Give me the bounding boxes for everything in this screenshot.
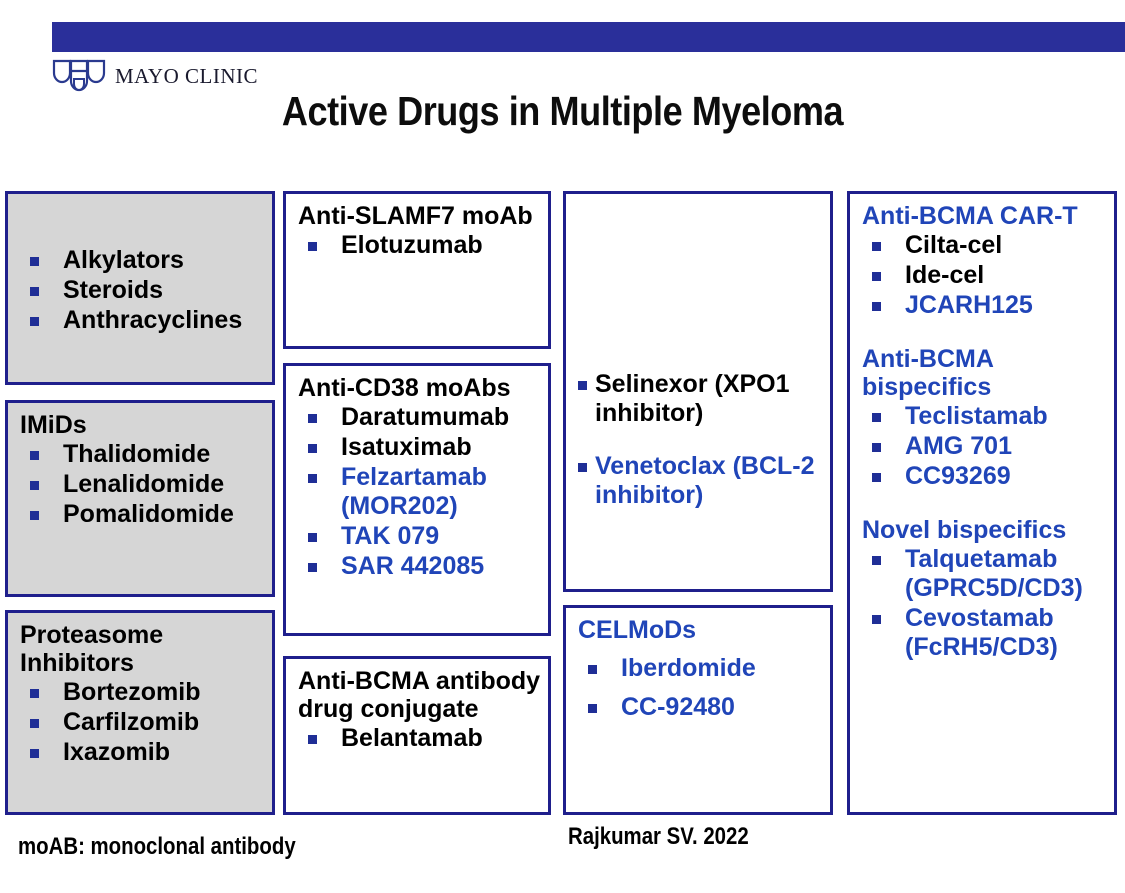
- section-header-novel-bispecifics: Novel bispecifics: [862, 516, 1067, 544]
- anti-slamf7-list: Elotuzumab: [298, 231, 542, 260]
- list-item: SAR 442085: [298, 552, 542, 581]
- box-chemotherapy-classes: Alkylators Steroids Anthracyclines: [5, 191, 275, 385]
- list-item: Ide-cel: [862, 261, 1108, 290]
- abbreviation-note: moAB: monoclonal antibody: [18, 833, 296, 860]
- list-item: Cevostamab (FcRH5/CD3): [862, 604, 1108, 662]
- section-header-car-t: Anti-BCMA CAR-T: [862, 202, 1078, 230]
- novel-bispecifics-list: Talquetamab (GPRC5D/CD3) Cevostamab (FcR…: [862, 545, 1108, 662]
- celmods-list: Iberdomide CC-92480: [578, 654, 824, 722]
- proteasome-inhibitors-list: Bortezomib Carfilzomib Ixazomib: [20, 678, 266, 767]
- small-molecules-list: Selinexor (XPO1 inhibitor) Venetoclax (B…: [578, 370, 824, 510]
- list-item: Carfilzomib: [20, 708, 266, 737]
- list-item: JCARH125: [862, 291, 1108, 320]
- box-nuclear-export-and-bcl2: Selinexor (XPO1 inhibitor) Venetoclax (B…: [563, 191, 833, 592]
- chemotherapy-classes-list: Alkylators Steroids Anthracyclines: [20, 246, 266, 335]
- page-title: Active Drugs in Multiple Myeloma: [281, 88, 844, 134]
- box-header: Anti-BCMA antibody drug conjugate: [298, 667, 541, 723]
- imids-list: Thalidomide Lenalidomide Pomalidomide: [20, 440, 266, 529]
- list-item: Pomalidomide: [20, 500, 266, 529]
- list-item: TAK 079: [298, 522, 542, 551]
- mayo-shields-icon: [52, 59, 106, 92]
- list-item: Lenalidomide: [20, 470, 266, 499]
- box-header: CELMoDs: [578, 616, 697, 644]
- list-item: Teclistamab: [862, 402, 1108, 431]
- list-item: Venetoclax (BCL-2 inhibitor): [578, 452, 824, 510]
- box-imids: IMiDs Thalidomide Lenalidomide Pomalidom…: [5, 400, 275, 597]
- list-item: Selinexor (XPO1 inhibitor): [578, 370, 824, 428]
- box-anti-slamf7-moab: Anti-SLAMF7 moAb Elotuzumab: [283, 191, 551, 349]
- list-item: Elotuzumab: [298, 231, 542, 260]
- box-bcma-immunotherapies: Anti-BCMA CAR-T Cilta-cel Ide-cel JCARH1…: [847, 191, 1117, 815]
- list-item: Anthracyclines: [20, 306, 266, 335]
- box-celmods: CELMoDs Iberdomide CC-92480: [563, 605, 833, 815]
- list-item: Belantamab: [298, 724, 542, 753]
- box-header: Anti-CD38 moAbs: [298, 374, 511, 402]
- list-item: Ixazomib: [20, 738, 266, 767]
- list-item: Alkylators: [20, 246, 266, 275]
- list-item: Bortezomib: [20, 678, 266, 707]
- anti-bcma-adc-list: Belantamab: [298, 724, 542, 753]
- list-item: CC93269: [862, 462, 1108, 491]
- list-item: Felzartamab (MOR202): [298, 463, 542, 521]
- list-item: Daratumumab: [298, 403, 542, 432]
- anti-bcma-car-t-list: Cilta-cel Ide-cel JCARH125: [862, 231, 1108, 320]
- section-divider: [862, 492, 1108, 516]
- list-item: AMG 701: [862, 432, 1108, 461]
- anti-bcma-bispecifics-list: Teclistamab AMG 701 CC93269: [862, 402, 1108, 491]
- box-proteasome-inhibitors: Proteasome Inhibitors Bortezomib Carfilz…: [5, 610, 275, 815]
- box-anti-cd38-moabs: Anti-CD38 moAbs Daratumumab Isatuximab F…: [283, 363, 551, 636]
- box-header: Anti-SLAMF7 moAb: [298, 202, 533, 230]
- list-item: Isatuximab: [298, 433, 542, 462]
- section-divider: [862, 321, 1108, 345]
- box-anti-bcma-adc: Anti-BCMA antibody drug conjugate Belant…: [283, 656, 551, 815]
- box-header: IMiDs: [20, 411, 87, 439]
- list-item: Cilta-cel: [862, 231, 1108, 260]
- box-header: Proteasome Inhibitors: [20, 621, 164, 677]
- list-item: Thalidomide: [20, 440, 266, 469]
- anti-cd38-list: Daratumumab Isatuximab Felzartamab (MOR2…: [298, 403, 542, 581]
- header-accent-bar: [52, 22, 1125, 52]
- section-header-bcma-bispecifics: Anti-BCMA bispecifics: [862, 345, 993, 401]
- list-item: Talquetamab (GPRC5D/CD3): [862, 545, 1108, 603]
- mayo-clinic-logo: MAYO CLINIC: [52, 58, 258, 94]
- list-item: Steroids: [20, 276, 266, 305]
- list-item: CC-92480: [578, 693, 824, 722]
- mayo-clinic-wordmark: MAYO CLINIC: [115, 63, 258, 88]
- list-item: Iberdomide: [578, 654, 824, 683]
- citation: Rajkumar SV. 2022: [568, 823, 749, 850]
